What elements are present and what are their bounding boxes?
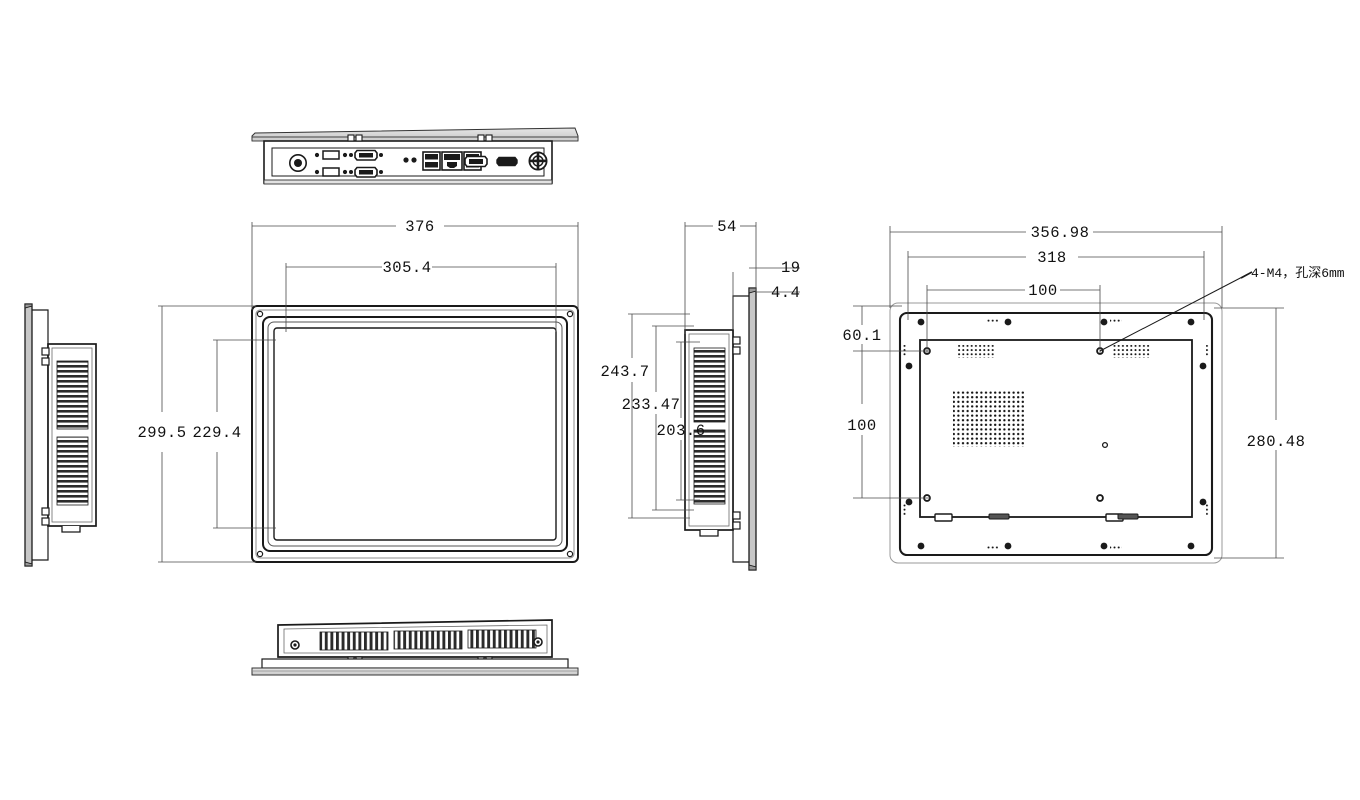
dim-side-height-inner: 203.6 (656, 422, 705, 440)
dim-side-height-outer: 243.7 (600, 363, 649, 381)
dim-side-depth-total: 54 (717, 218, 737, 236)
view-left-side (24, 303, 97, 567)
side-dimensions (628, 222, 800, 519)
dim-front-width-outer: 376 (405, 218, 434, 236)
rear-dimensions (853, 226, 1284, 559)
io-power-jack (288, 154, 307, 173)
io-usb-ports (322, 150, 340, 177)
dim-rear-top-offset: 60.1 (842, 327, 881, 345)
io-usb-stack-left (422, 151, 441, 171)
io-serial-db9-ports (349, 149, 383, 178)
dim-side-bezel-thickness: 4.4 (771, 284, 800, 302)
dim-rear-width-inner: 318 (1037, 249, 1066, 267)
dim-front-height-outer: 299.5 (137, 424, 186, 442)
io-hdmi-port (496, 156, 518, 167)
view-front (251, 305, 579, 563)
view-rear (889, 302, 1223, 564)
io-lan-rj45-port (441, 151, 463, 171)
dim-rear-vesa-vertical: 100 (847, 417, 876, 435)
dim-front-width-inner: 305.4 (382, 259, 431, 277)
dim-rear-height: 280.48 (1247, 433, 1306, 451)
io-audio-jacks (403, 157, 417, 163)
vesa-note-label: 4-M4，孔深6mm (1251, 266, 1345, 281)
io-vga-db15-port (464, 155, 488, 168)
view-top-io (251, 127, 579, 185)
dim-side-depth-body: 19 (781, 259, 801, 277)
vesa-note-leader (1099, 271, 1253, 352)
dim-front-height-inner: 229.4 (192, 424, 241, 442)
dim-rear-vesa-horizontal: 100 (1028, 282, 1057, 300)
view-bottom (251, 619, 579, 676)
io-power-button (528, 151, 548, 171)
dim-side-height-mid: 233.47 (622, 396, 681, 414)
view-right-side (684, 287, 757, 571)
dim-rear-width-outer: 356.98 (1031, 224, 1090, 242)
front-dimensions (158, 222, 579, 563)
